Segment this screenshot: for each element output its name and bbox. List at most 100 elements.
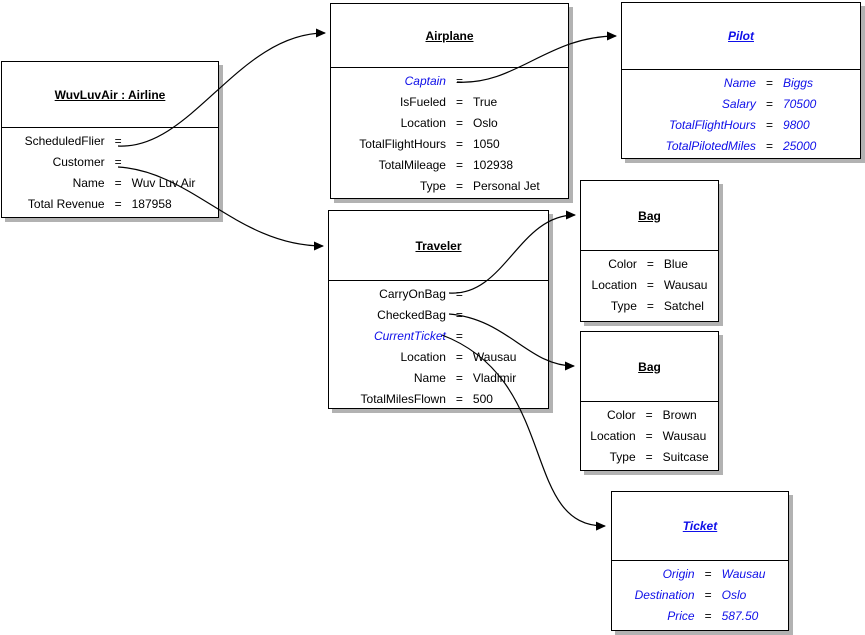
property-value: 25000 <box>782 139 817 153</box>
airplane-title: Airplane <box>425 28 474 43</box>
property-row-totalflighthours: TotalFlightHours = 9800 <box>666 115 817 136</box>
property-row-type: Type = Personal Jet <box>359 176 540 197</box>
object-box-pilot[interactable]: Pilot Name = Biggs Salary = 70500 TotalF… <box>621 2 861 159</box>
equals-sign: = <box>114 134 122 148</box>
property-row-name: Name = Wuv Luv Air <box>25 173 196 194</box>
bag-properties: Color = Blue Location = Wausau Type = Sa… <box>592 251 708 317</box>
bag-header: Bag <box>581 332 718 402</box>
object-box-bag-satchel[interactable]: Bag Color = Blue Location = Wausau Type … <box>580 180 719 322</box>
object-box-airline[interactable]: WuvLuvAir : Airline ScheduledFlier = Cus… <box>1 61 219 218</box>
property-label: Location <box>590 429 636 443</box>
equals-sign: = <box>455 137 463 151</box>
equals-sign: = <box>455 287 463 301</box>
equals-sign: = <box>455 329 463 343</box>
property-row-totalmileage: TotalMileage = 102938 <box>359 155 539 176</box>
airline-title: WuvLuvAir : Airline <box>54 87 166 102</box>
property-row-location: Location = Oslo <box>359 113 539 134</box>
property-row-color: Color = Blue <box>592 254 708 275</box>
property-row-customer: Customer = <box>25 152 196 173</box>
property-value: 102938 <box>473 158 514 172</box>
property-row-isfueled: IsFueled = True <box>359 92 539 113</box>
property-value <box>468 71 540 92</box>
property-label: Type <box>419 179 446 193</box>
bag-header: Bag <box>581 181 718 251</box>
property-row-price: Price = 587.50 <box>635 606 766 627</box>
pilot-header: Pilot <box>622 3 860 70</box>
property-value: 9800 <box>782 118 810 132</box>
property-value <box>468 326 517 347</box>
property-label: Type <box>610 299 637 313</box>
property-value: 587.50 <box>721 609 759 623</box>
property-label: Captain <box>404 74 446 88</box>
airline-properties: ScheduledFlier = Customer = Name = Wuv L… <box>25 128 196 215</box>
property-label: TotalFlightHours <box>669 118 756 132</box>
equals-sign: = <box>765 97 773 111</box>
equals-sign: = <box>455 371 463 385</box>
traveler-title: Traveler <box>415 238 462 253</box>
property-row-location: Location = Wausau <box>590 426 708 447</box>
ticket-title: Ticket <box>682 519 718 533</box>
property-row-captain: Captain = <box>359 71 539 92</box>
property-row-scheduledflier: ScheduledFlier = <box>25 131 196 152</box>
property-value: Wuv Luv Air <box>131 176 196 190</box>
equals-sign: = <box>646 278 654 292</box>
object-box-traveler[interactable]: Traveler CarryOnBag = CheckedBag = Curre… <box>328 210 549 409</box>
property-label: Location <box>591 278 637 292</box>
property-value: Oslo <box>721 588 747 602</box>
property-label: TotalFlightHours <box>359 137 446 151</box>
property-label: Salary <box>721 97 756 111</box>
property-label: Origin <box>662 567 695 581</box>
object-box-bag-suitcase[interactable]: Bag Color = Brown Location = Wausau Type… <box>580 331 719 471</box>
equals-sign: = <box>455 308 463 322</box>
property-value: Wausau <box>721 567 766 581</box>
property-value: Wausau <box>472 350 517 364</box>
equals-sign: = <box>114 176 122 190</box>
airline-header: WuvLuvAir : Airline <box>2 62 218 128</box>
equals-sign: = <box>455 74 463 88</box>
property-value: 70500 <box>782 97 817 111</box>
property-label: ScheduledFlier <box>24 134 105 148</box>
property-value: 1050 <box>473 137 500 151</box>
ticket-header: Ticket <box>612 492 788 561</box>
equals-sign: = <box>455 158 463 172</box>
property-row-currentticket: CurrentTicket = <box>361 326 517 347</box>
property-value: Wausau <box>662 429 707 443</box>
property-label: CheckedBag <box>377 308 446 322</box>
property-value: Suitcase <box>662 450 709 464</box>
property-row-checkedbag: CheckedBag = <box>361 305 517 326</box>
equals-sign: = <box>704 588 712 602</box>
object-box-airplane[interactable]: Airplane Captain = IsFueled = True Locat… <box>330 3 569 199</box>
property-label: Name <box>723 76 756 90</box>
traveler-header: Traveler <box>329 211 548 281</box>
equals-sign: = <box>645 408 653 422</box>
equals-sign: = <box>455 179 463 193</box>
equals-sign: = <box>455 116 463 130</box>
property-label: Type <box>609 450 636 464</box>
equals-sign: = <box>455 350 463 364</box>
property-row-salary: Salary = 70500 <box>666 94 817 115</box>
property-row-total-revenue: Total Revenue = 187958 <box>25 194 196 215</box>
property-value: Personal Jet <box>473 179 540 193</box>
equals-sign: = <box>455 392 463 406</box>
property-row-type: Type = Suitcase <box>590 447 709 468</box>
equals-sign: = <box>704 567 712 581</box>
equals-sign: = <box>765 118 773 132</box>
property-value: Vladimir <box>472 371 517 385</box>
property-row-carryonbag: CarryOnBag = <box>361 284 517 305</box>
bag-properties: Color = Brown Location = Wausau Type = S… <box>590 402 708 468</box>
traveler-properties: CarryOnBag = CheckedBag = CurrentTicket … <box>361 281 517 410</box>
property-row-origin: Origin = Wausau <box>635 564 766 585</box>
property-label: Destination <box>634 588 695 602</box>
equals-sign: = <box>765 139 773 153</box>
property-label: Customer <box>52 155 105 169</box>
property-label: Name <box>72 176 105 190</box>
property-row-totalpilotedmiles: TotalPilotedMiles = 25000 <box>666 136 817 157</box>
bag-title: Bag <box>638 359 661 374</box>
property-label: CurrentTicket <box>373 329 446 343</box>
property-label: TotalMilesFlown <box>360 392 446 406</box>
object-box-ticket[interactable]: Ticket Origin = Wausau Destination = Osl… <box>611 491 789 631</box>
ticket-properties: Origin = Wausau Destination = Oslo Price… <box>635 561 766 627</box>
property-label: Total Revenue <box>27 197 105 211</box>
property-value: Wausau <box>663 278 708 292</box>
property-label: Price <box>667 609 695 623</box>
